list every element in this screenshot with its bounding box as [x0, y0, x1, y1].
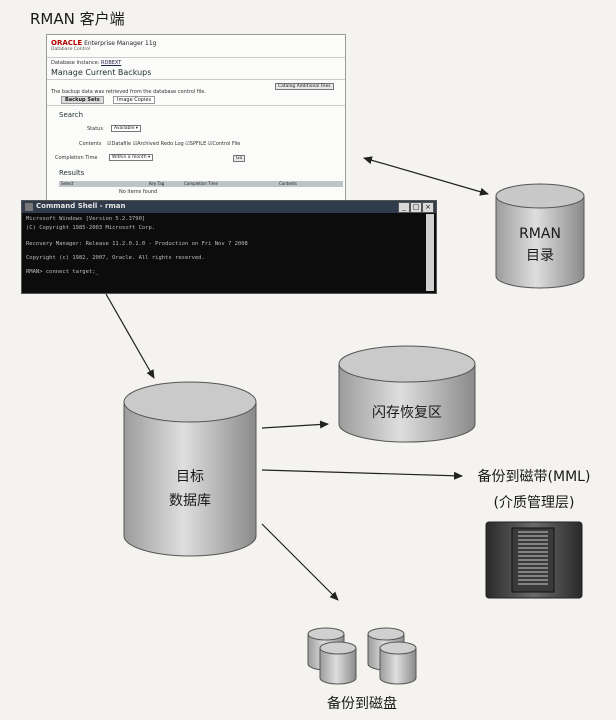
col-tag: Tag: [157, 181, 165, 186]
target-database-cylinder: [123, 381, 257, 557]
search-heading: Search: [59, 111, 84, 119]
shell-title: Command Shell - rman: [36, 202, 126, 210]
db-instance-label: Database Instance: RDBEXT: [51, 60, 121, 66]
col-key-tag: Key Tag: [149, 181, 164, 186]
tab-backup-sets[interactable]: Backup Sets: [61, 96, 104, 104]
catalog-label-line1: RMAN: [519, 226, 561, 242]
spfile-label: SPFILE: [189, 141, 207, 147]
tape-label-line2: (介质管理层): [493, 495, 575, 511]
oracle-brand: ORACLE: [51, 39, 83, 47]
go-button[interactable]: Go: [233, 155, 246, 162]
controlfile-label: Control File: [212, 141, 241, 147]
shell-titlebar: Command Shell - rman _ □ ×: [22, 201, 436, 213]
target-label-line2: 数据库: [169, 493, 211, 509]
diagram-title: RMAN 客户端: [30, 10, 125, 28]
rman-catalog-cylinder: [495, 183, 585, 289]
tape-label-line1: 备份到磁带(MML): [477, 469, 591, 485]
db-instance-text: Database Instance:: [51, 60, 101, 66]
catalog-label-line2: 目录: [526, 248, 554, 264]
col-key: Key: [149, 181, 157, 186]
divider: [47, 57, 345, 58]
col-completion: Completion Time: [184, 181, 218, 186]
checkbox-spfile[interactable]: ☑: [185, 141, 190, 147]
em-product: Enterprise Manager 11g: [84, 40, 157, 47]
catalog-link-arrow: [363, 156, 489, 196]
contents-label: Contents: [79, 141, 102, 147]
client-to-target-arrow: [105, 293, 155, 379]
checkbox-archlog[interactable]: ☑: [132, 141, 138, 147]
shell-line: Recovery Manager: Release 11.2.0.1.0 - P…: [26, 241, 248, 247]
datafile-label: Datafile: [111, 141, 132, 147]
col-contents: Contents: [279, 181, 297, 186]
shell-line: Copyright (c) 1982, 2007, Oracle. All ri…: [26, 255, 205, 261]
archlog-label: Archived Redo Log: [137, 141, 184, 147]
no-items-text: No items found: [119, 189, 158, 195]
status-select[interactable]: Available ▾: [111, 125, 142, 132]
results-header-bar: Select Key Tag Completion Time Contents: [59, 181, 343, 187]
flash-area-label: 闪存恢复区: [372, 405, 442, 421]
console-icon: [25, 203, 33, 211]
status-label: Status: [87, 126, 103, 132]
col-select: Select: [61, 181, 74, 186]
shell-prompt-line: RMAN> connect target;_: [26, 269, 99, 275]
disk-backup-icon: [307, 627, 417, 685]
completion-label: Completion Time: [55, 155, 98, 161]
tab-image-copies[interactable]: Image Copies: [113, 96, 156, 104]
em-subtitle: Database Control: [51, 47, 91, 52]
target-to-flash-arrow: [261, 420, 329, 429]
results-heading: Results: [59, 169, 85, 177]
maximize-button[interactable]: □: [410, 202, 422, 213]
completion-select[interactable]: Within a month ▾: [109, 154, 154, 161]
contents-checkboxes: ☑Datafile ☑Archived Redo Log ☑SPFILE ☑Co…: [107, 141, 240, 147]
db-instance-link[interactable]: RDBEXT: [101, 60, 122, 66]
shell-line: Microsoft Windows [Version 5.2.3790]: [26, 216, 146, 222]
target-label-line1: 目标: [176, 469, 204, 485]
divider: [47, 105, 345, 106]
tape-library-icon: [485, 521, 583, 599]
checkbox-datafile[interactable]: ☑: [107, 141, 112, 147]
shell-line: (C) Copyright 1985-2003 Microsoft Corp.: [26, 225, 156, 231]
status-value: Available: [114, 126, 135, 131]
catalog-additional-files-button[interactable]: Catalog Additional Files: [275, 83, 334, 90]
flash-recovery-cylinder: [338, 345, 476, 443]
completion-value: Within a month: [112, 155, 147, 160]
page-heading: Manage Current Backups: [51, 68, 152, 77]
shell-scrollbar[interactable]: [426, 214, 434, 291]
disk-label: 备份到磁盘: [327, 696, 397, 712]
minimize-button[interactable]: _: [398, 202, 410, 213]
target-to-tape-arrow: [261, 469, 463, 480]
checkbox-controlfile[interactable]: ☑: [207, 141, 213, 147]
em-window: ORACLE Enterprise Manager 11g Database C…: [46, 34, 346, 206]
command-shell-window: Command Shell - rman _ □ × Microsoft Win…: [21, 200, 437, 294]
info-line: The backup data was retrieved from the d…: [51, 89, 206, 95]
target-to-disk-arrow: [261, 523, 339, 601]
em-header: ORACLE Enterprise Manager 11g Database C…: [51, 39, 156, 52]
close-button[interactable]: ×: [422, 202, 434, 213]
divider: [47, 79, 345, 80]
